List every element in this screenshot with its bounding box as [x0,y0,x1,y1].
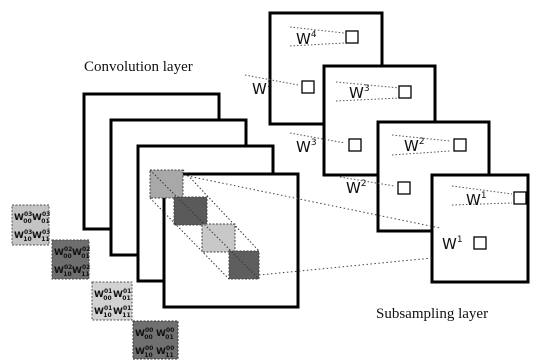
weight-label: W3 [296,138,317,156]
subsampling-map-1: W1 W1 [430,173,530,284]
weight-box [513,191,527,205]
weight-box [473,236,487,250]
weight-box [348,138,362,152]
weight-box [453,138,467,152]
weight-label: W2 [346,179,367,197]
subsampling-layer-label: Subsampling layer [376,306,488,322]
weight-label: W1 [442,235,463,253]
weight-label: W3 [349,84,370,102]
weight-box [345,30,359,44]
weight-box [301,80,315,94]
projection-lines [182,174,441,276]
weight-box [398,85,412,99]
receptive-field-patches [149,169,260,280]
weight-label: W2 [404,137,425,155]
weight-label: W4 [296,30,317,48]
weight-box [397,181,411,195]
weight-label: W1 [466,191,487,209]
convolution-layer-label: Convolution layer [84,59,193,75]
weight-label: W1 [252,80,273,98]
